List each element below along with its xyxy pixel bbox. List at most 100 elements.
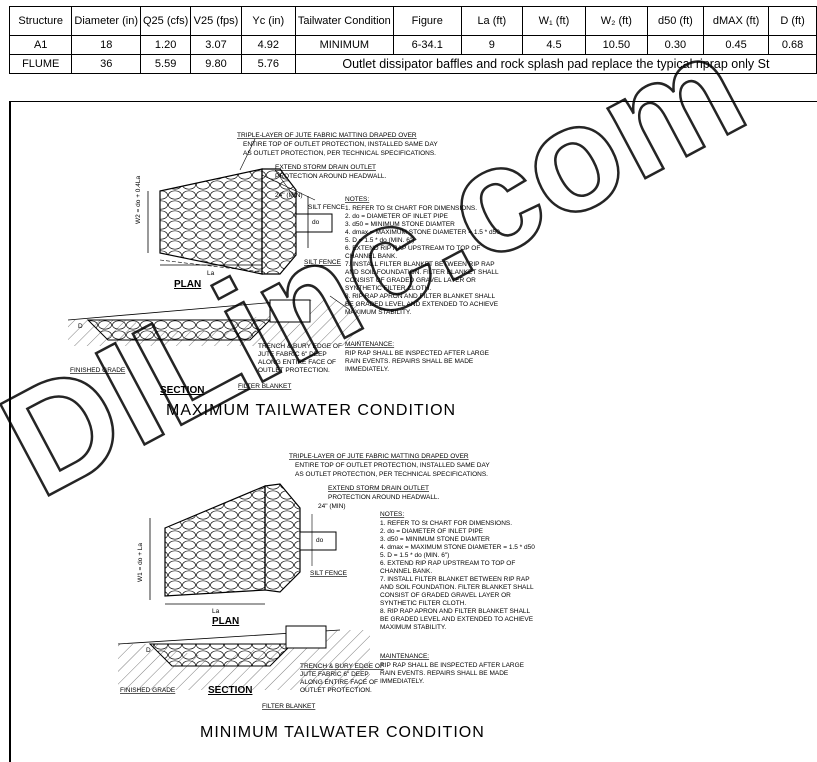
note-line: 4. dmax = MAXIMUM STONE DIAMETER = 1.5 *… bbox=[380, 544, 535, 551]
note-line: 1. REFER TO St CHART FOR DIMENSIONS. bbox=[380, 520, 512, 527]
note-line: 2. do = DIAMETER OF INLET PIPE bbox=[345, 213, 449, 220]
table-cell: FLUME bbox=[8, 54, 73, 74]
jute-note: AS OUTLET PROTECTION, PER TECHNICAL SPEC… bbox=[243, 150, 436, 157]
depth-d-label: D bbox=[78, 323, 83, 330]
note-line: 5. D = 1.5 * do (MIN. 6") bbox=[345, 237, 414, 244]
maintenance-line: RIP RAP SHALL BE INSPECTED AFTER LARGE bbox=[380, 662, 525, 669]
maintenance-title: MAINTENANCE: bbox=[380, 653, 429, 660]
maintenance-line: RIP RAP SHALL BE INSPECTED AFTER LARGE bbox=[345, 350, 490, 357]
leader-line bbox=[274, 169, 296, 199]
header-cell: d50 (ft) bbox=[646, 6, 705, 36]
header-cell: Diameter (in) bbox=[71, 6, 141, 36]
note-line: 7. INSTALL FILTER BLANKET BETWEEN RIP RA… bbox=[380, 576, 530, 583]
note-line: 8. RIP RAP APRON AND FILTER BLANKET SHAL… bbox=[345, 293, 496, 300]
maintenance-line: IMMEDIATELY. bbox=[380, 678, 424, 685]
la-label: La bbox=[207, 270, 215, 277]
table-cell: 4.5 bbox=[521, 35, 587, 55]
headwall-protection bbox=[264, 483, 301, 593]
trench-label: ALONG ENTIRE FACE OF bbox=[300, 679, 378, 686]
outlet-pipe bbox=[299, 531, 337, 551]
note-line: CONSIST OF GRADED GRAVEL LAYER OR bbox=[380, 592, 511, 599]
note-line: MAXIMUM STABILITY. bbox=[380, 624, 446, 631]
note-line: SYNTHETIC FILTER CLOTH. bbox=[380, 600, 466, 607]
note-line: BE GRADED LEVEL AND EXTENDED TO ACHIEVE bbox=[345, 301, 499, 308]
headwall bbox=[269, 299, 311, 323]
table-cell: A1 bbox=[8, 35, 73, 55]
w1-label: W1 = do + La bbox=[137, 543, 144, 582]
table-row: FLUME 36 5.59 9.80 5.76 Outlet dissipato… bbox=[8, 54, 817, 74]
note-line: 6. EXTEND RIP RAP UPSTREAM TO TOP OF bbox=[345, 245, 480, 252]
plan-title: PLAN bbox=[174, 279, 201, 290]
storm-drain-note: EXTEND STORM DRAIN OUTLET bbox=[275, 164, 376, 171]
maintenance-title: MAINTENANCE: bbox=[345, 341, 394, 348]
header-cell: V25 (fps) bbox=[190, 6, 242, 36]
section-title: SECTION bbox=[160, 385, 204, 396]
note-line: 7. INSTALL FILTER BLANKET BETWEEN RIP RA… bbox=[345, 261, 495, 268]
note-line: 2. do = DIAMETER OF INLET PIPE bbox=[380, 528, 484, 535]
bottom-plan-view: W1 = do + La La do 24" (MIN) SILT FENCE … bbox=[137, 453, 490, 627]
table-cell: 5.76 bbox=[240, 54, 296, 74]
headwall bbox=[285, 625, 327, 649]
header-cell: La (ft) bbox=[460, 6, 523, 36]
jute-note: AS OUTLET PROTECTION, PER TECHNICAL SPEC… bbox=[295, 471, 488, 478]
notes-title: NOTES: bbox=[380, 511, 404, 518]
note-line: MAXIMUM STABILITY. bbox=[345, 309, 411, 316]
note-line: 6. EXTEND RIP RAP UPSTREAM TO TOP OF bbox=[380, 560, 515, 567]
note-line: 1. REFER TO St CHART FOR DIMENSIONS. bbox=[345, 205, 477, 212]
design-table: Structure Diameter (in) Q25 (cfs) V25 (f… bbox=[8, 6, 817, 74]
headwall-protection bbox=[261, 168, 297, 275]
finished-grade-label: FINISHED GRADE bbox=[70, 367, 126, 374]
storm-drain-note: PROTECTION AROUND HEADWALL. bbox=[328, 494, 440, 501]
min-24-label: 24" (MIN) bbox=[318, 503, 346, 510]
min-24-label: 24" (MIN) bbox=[275, 192, 303, 199]
header-cell: Yc (in) bbox=[240, 6, 296, 36]
silt-fence-label: SILT FENCE bbox=[304, 259, 342, 266]
drawing-frame bbox=[9, 101, 817, 762]
finished-grade-label: FINISHED GRADE bbox=[120, 687, 176, 694]
table-cell: 5.59 bbox=[139, 54, 192, 74]
maintenance-line: IMMEDIATELY. bbox=[345, 366, 389, 373]
plan-title: PLAN bbox=[212, 616, 239, 627]
note-line: 3. d50 = MINIMUM STONE DIAMTER bbox=[345, 221, 455, 228]
section-title: SECTION bbox=[208, 685, 252, 696]
bottom-section-view: D FINISHED GRADE SECTION TRENCH & BURY E… bbox=[117, 625, 384, 710]
filter-blanket-label: FILTER BLANKET bbox=[262, 703, 315, 710]
top-section-view: D FINISHED GRADE SECTION TRENCH & BURY E… bbox=[67, 295, 360, 396]
leader-line bbox=[329, 295, 351, 311]
silt-fence-label: SILT FENCE bbox=[308, 204, 346, 211]
riprap-section bbox=[86, 319, 272, 341]
silt-fence-line bbox=[159, 259, 263, 273]
header-cell: W₁ (ft) bbox=[521, 6, 587, 36]
note-line: CHANNEL BANK. bbox=[380, 568, 432, 575]
jute-note: ENTIRE TOP OF OUTLET PROTECTION, INSTALL… bbox=[295, 462, 490, 469]
flume-note: Outlet dissipator baffles and rock splas… bbox=[294, 54, 817, 74]
note-line: CHANNEL BANK. bbox=[345, 253, 397, 260]
top-notes: TRIPLE-LAYER OF JUTE FABRIC MATTING DRAP… bbox=[166, 132, 500, 419]
trench-label: TRENCH & BURY EDGE OF bbox=[300, 663, 384, 670]
note-line: 4. dmax = MAXIMUM STONE DIAMETER = 1.5 *… bbox=[345, 229, 500, 236]
note-line: 8. RIP RAP APRON AND FILTER BLANKET SHAL… bbox=[380, 608, 531, 615]
maintenance-line: RAIN EVENTS. REPAIRS SHALL BE MADE bbox=[380, 670, 509, 677]
note-line: BE GRADED LEVEL AND EXTENDED TO ACHIEVE bbox=[380, 616, 534, 623]
w2-label: W2 = do + 0.4La bbox=[135, 176, 142, 224]
table-cell: 9.80 bbox=[190, 54, 242, 74]
top-caption: MAXIMUM TAILWATER CONDITION bbox=[166, 402, 456, 419]
bottom-caption: MINIMUM TAILWATER CONDITION bbox=[200, 724, 485, 741]
storm-drain-note: PROTECTION AROUND HEADWALL. bbox=[275, 173, 387, 180]
silt-fence-line bbox=[261, 174, 316, 201]
table-cell: 0.68 bbox=[768, 35, 817, 55]
maintenance-line: RAIN EVENTS. REPAIRS SHALL BE MADE bbox=[345, 358, 474, 365]
outlet-pipe bbox=[295, 213, 333, 233]
riprap-section bbox=[148, 643, 294, 667]
header-cell: dMAX (ft) bbox=[703, 6, 770, 36]
note-line: AND SOIL FOUNDATION. FILTER BLANKET SHAL… bbox=[380, 584, 534, 591]
storm-drain-note: EXTEND STORM DRAIN OUTLET bbox=[328, 485, 429, 492]
riprap-apron bbox=[164, 485, 266, 597]
header-cell: Tailwater Condition bbox=[294, 6, 394, 36]
trench-label: JUTE FABRIC 6" DEEP bbox=[300, 671, 369, 678]
table-header-row: Structure Diameter (in) Q25 (cfs) V25 (f… bbox=[8, 6, 817, 36]
notes-title: NOTES: bbox=[345, 196, 369, 203]
leader-line bbox=[239, 138, 256, 171]
